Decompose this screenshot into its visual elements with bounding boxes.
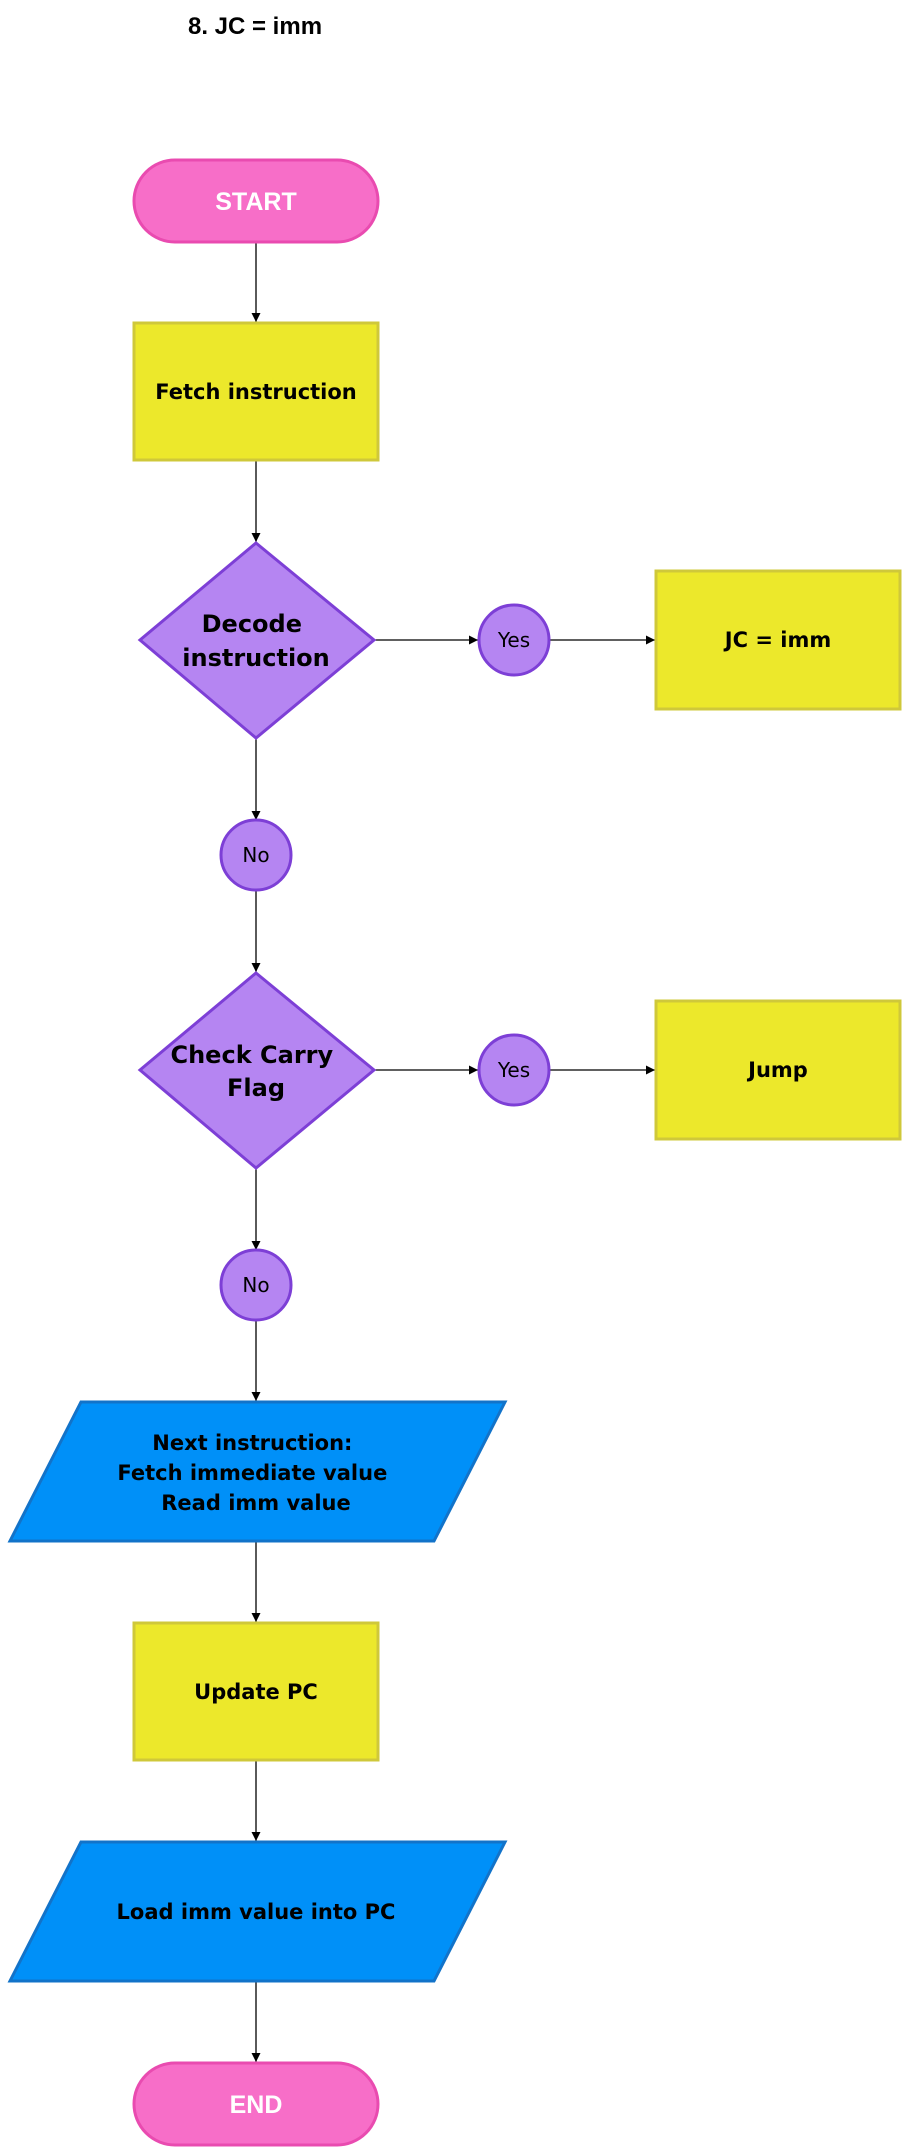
- check-carry-flag-label: Check Carry Flag: [170, 1041, 341, 1102]
- update-pc-process: Update PC: [132, 1621, 380, 1762]
- yes-label-2: Yes: [497, 1058, 530, 1082]
- no-label-2: No: [242, 1273, 269, 1297]
- end-terminal: END: [132, 2061, 380, 2147]
- diagram-title: 8. JC = imm: [188, 13, 322, 40]
- no-connector-2: No: [219, 1248, 293, 1322]
- load-imm-label: Load imm value into PC: [117, 1900, 396, 1924]
- yes-connector-2: Yes: [477, 1033, 551, 1107]
- start-terminal: START: [132, 158, 380, 244]
- no-label-1: No: [242, 843, 269, 867]
- jump-process: Jump: [654, 999, 902, 1141]
- decode-instruction-decision: Decode instruction: [137, 541, 377, 740]
- yes-label-1: Yes: [497, 628, 530, 652]
- edges: [251, 243, 655, 2062]
- start-label: START: [215, 188, 296, 216]
- update-pc-label: Update PC: [194, 1680, 318, 1704]
- fetch-instruction-process: Fetch instruction: [132, 321, 380, 462]
- fetch-instruction-label: Fetch instruction: [155, 380, 357, 404]
- no-connector-1: No: [219, 818, 293, 892]
- next-instruction-label: Next instruction: Fetch immediate value …: [117, 1431, 394, 1515]
- yes-connector-1: Yes: [477, 603, 551, 677]
- end-label: END: [230, 2091, 283, 2119]
- jc-imm-process: JC = imm: [654, 569, 902, 711]
- load-imm-io: Load imm value into PC: [7, 1840, 508, 1983]
- check-carry-flag-decision: Check Carry Flag: [137, 971, 377, 1170]
- next-instruction-io: Next instruction: Fetch immediate value …: [7, 1400, 508, 1543]
- jump-label: Jump: [746, 1058, 808, 1082]
- decode-instruction-label: Decode instruction: [182, 610, 330, 672]
- jc-imm-label: JC = imm: [723, 628, 831, 652]
